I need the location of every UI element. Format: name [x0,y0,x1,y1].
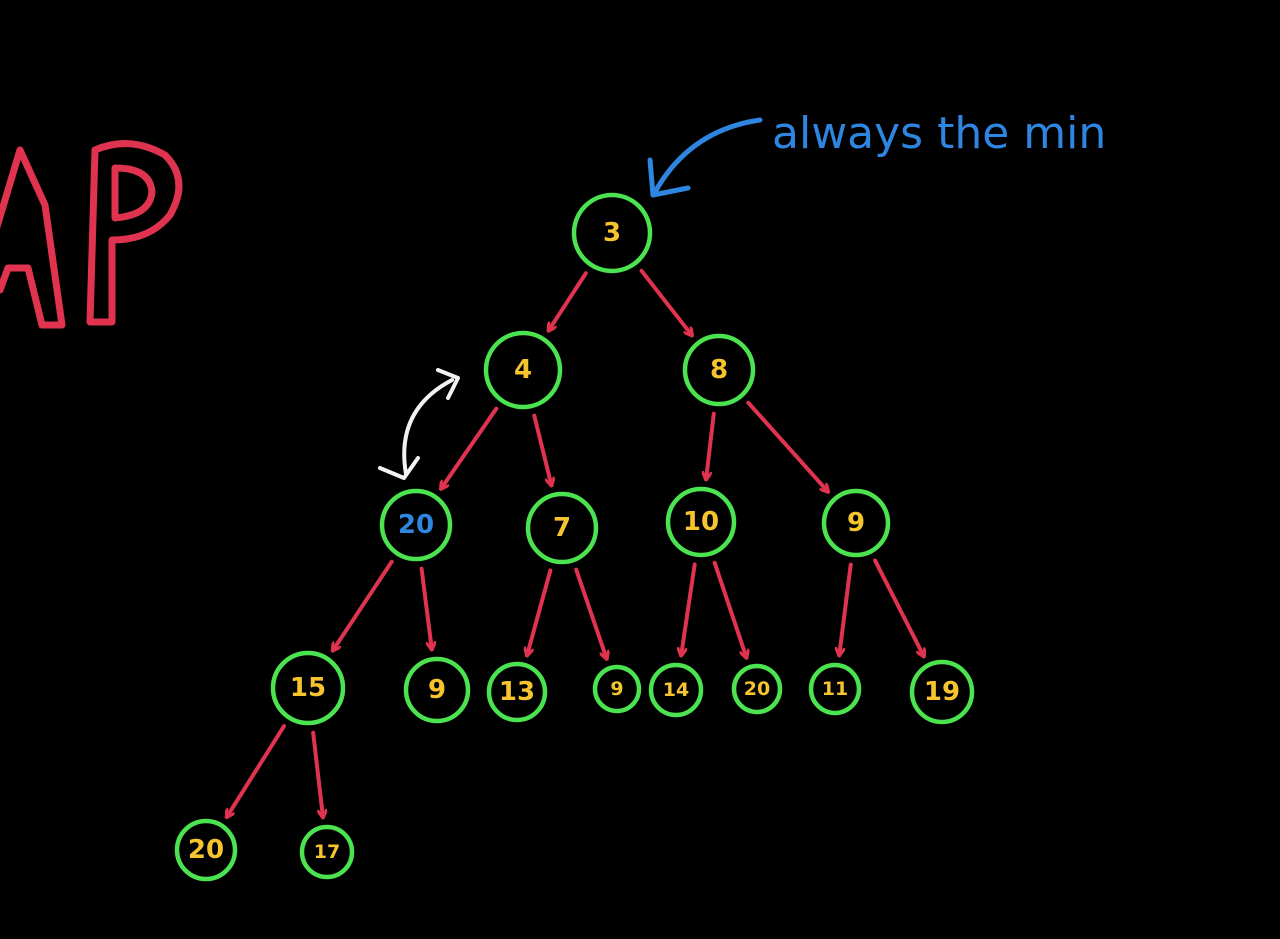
edge-n7-n9c [574,567,606,659]
annotation: always the min [647,108,1106,198]
heap-node-n8: 8 [682,333,756,407]
node-ring [379,488,453,562]
node-ring [571,192,653,274]
node-value: 9 [428,675,446,705]
edge-n4-n7 [532,413,551,486]
node-value: 10 [683,507,719,537]
node-value: 19 [924,677,960,707]
node-value: 17 [314,841,340,863]
heap-node-n3: 3 [571,192,653,274]
node-ring [486,661,548,723]
heap-node-n17: 17 [299,824,355,880]
edge-n3-n8 [639,268,692,335]
edge-n10-n20b [712,560,747,658]
node-ring [403,656,471,724]
edge-n7-n13 [527,568,553,655]
node-ring [299,824,355,880]
heap-node-n9c: 9 [592,664,642,714]
edge-n20a-n15 [333,559,394,651]
node-value: 8 [710,355,728,385]
node-value: 7 [553,513,571,543]
node-ring [592,664,642,714]
annotation-arrow [652,117,763,195]
node-value: 20 [398,510,434,540]
node-value: 20 [744,678,770,700]
node-value: 9 [610,678,623,700]
title-fragment [0,140,183,329]
node-ring [821,488,891,558]
heap-node-n10: 10 [665,486,737,558]
node-value: 14 [663,679,689,701]
heap-node-n9b: 9 [403,656,471,724]
swap-arrow-head-bottom [378,456,420,480]
annotation-text: always the min [772,108,1106,159]
node-ring [525,491,599,565]
edge-n10-n14 [681,562,697,656]
edge-n9a-n11 [839,562,853,656]
edge-n15-n17 [311,730,323,818]
swap-arrow-curve [402,378,454,476]
heap-node-n14: 14 [648,662,704,718]
node-value: 9 [847,508,865,538]
heap-node-n15: 15 [270,650,346,726]
swap-arrow-head-top [436,368,460,400]
node-ring [483,330,563,410]
node-value: 13 [499,677,535,707]
node-ring [808,662,862,716]
edges-layer [227,268,924,818]
node-ring [270,650,346,726]
heap-node-n7: 7 [525,491,599,565]
node-ring [682,333,756,407]
node-ring [665,486,737,558]
heap-node-n20c: 20 [174,818,238,882]
swap-arrow [378,368,460,480]
edge-n4-n20a [441,406,499,489]
node-ring [731,663,783,715]
edge-n15-n20c [227,724,287,817]
node-value: 4 [514,355,532,385]
node-value: 11 [822,678,848,700]
heap-node-n13: 13 [486,661,548,723]
node-value: 3 [603,218,621,248]
node-value: 15 [290,673,326,703]
node-ring [909,659,975,725]
node-value: 20 [188,835,224,865]
heap-node-n19: 19 [909,659,975,725]
edge-n8-n9a [746,400,828,492]
heap-node-n9a: 9 [821,488,891,558]
edge-n3-n4 [549,271,588,330]
node-ring [648,662,704,718]
edge-n20a-n9b [419,566,432,650]
node-ring [174,818,238,882]
heap-node-n11: 11 [808,662,862,716]
heap-node-n20a: 20 [379,488,453,562]
edge-n8-n10 [706,411,716,480]
heap-node-n20b: 20 [731,663,783,715]
heap-node-n4: 4 [483,330,563,410]
annotation-arrowhead [647,157,691,198]
nodes-layer: 3 4 8 20 7 10 9 15 9 13 9 14 20 11 19 20 17 [174,192,975,882]
edge-n9a-n19 [873,558,924,656]
